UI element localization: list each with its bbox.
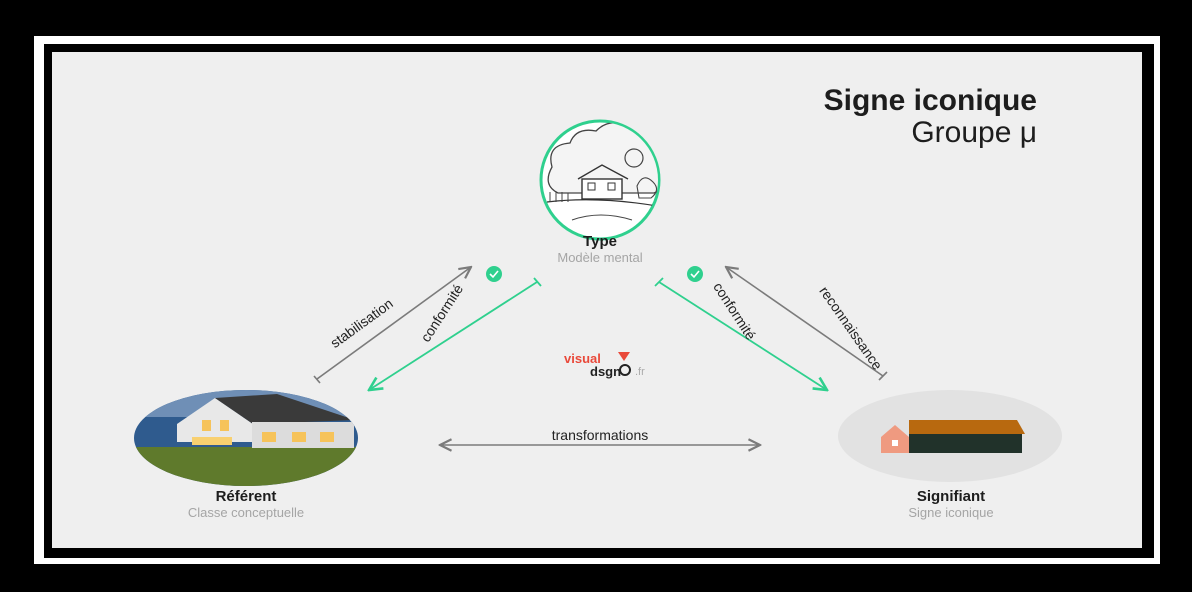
referent-sublabel: Classe conceptuelle	[187, 505, 305, 520]
referent-label: Référent	[215, 488, 277, 505]
signifiant-sublabel: Signe iconique	[908, 505, 994, 520]
check-icon	[687, 266, 703, 282]
conformite-right-arrow	[658, 281, 827, 390]
check-icon	[486, 266, 502, 282]
logo-mark-icon	[618, 352, 631, 376]
stabilisation-arrow-tail	[313, 375, 321, 384]
reconnaissance-arrow	[726, 267, 884, 377]
logo-dsgn-text: dsgn	[590, 364, 622, 379]
logo-visual-text: visual	[564, 351, 601, 366]
type-sublabel: Modèle mental	[557, 250, 643, 265]
semiotic-triangle-diagram	[134, 119, 1062, 486]
reconnaissance-arrow-tail	[878, 371, 888, 381]
conformite-left-arrow-tail	[533, 277, 542, 287]
house-sketch-icon	[546, 122, 658, 221]
transformations-label: transformations	[551, 427, 649, 443]
conformite-left-arrow	[369, 281, 538, 390]
type-label: Type	[583, 233, 617, 250]
conformite-right-arrow-tail	[654, 277, 664, 287]
house-pictogram	[881, 420, 1025, 453]
type-node-image	[539, 119, 661, 241]
signifiant-label: Signifiant	[916, 488, 986, 505]
diagram-title: Signe iconique	[823, 84, 1037, 117]
stabilisation-arrow	[316, 267, 471, 380]
diagram-canvas: Signe iconique Groupe μ	[52, 52, 1142, 548]
logo-tld-text: .fr	[635, 366, 645, 378]
signifiant-node-image	[838, 390, 1062, 482]
diagram-subtitle: Groupe μ	[911, 116, 1037, 149]
